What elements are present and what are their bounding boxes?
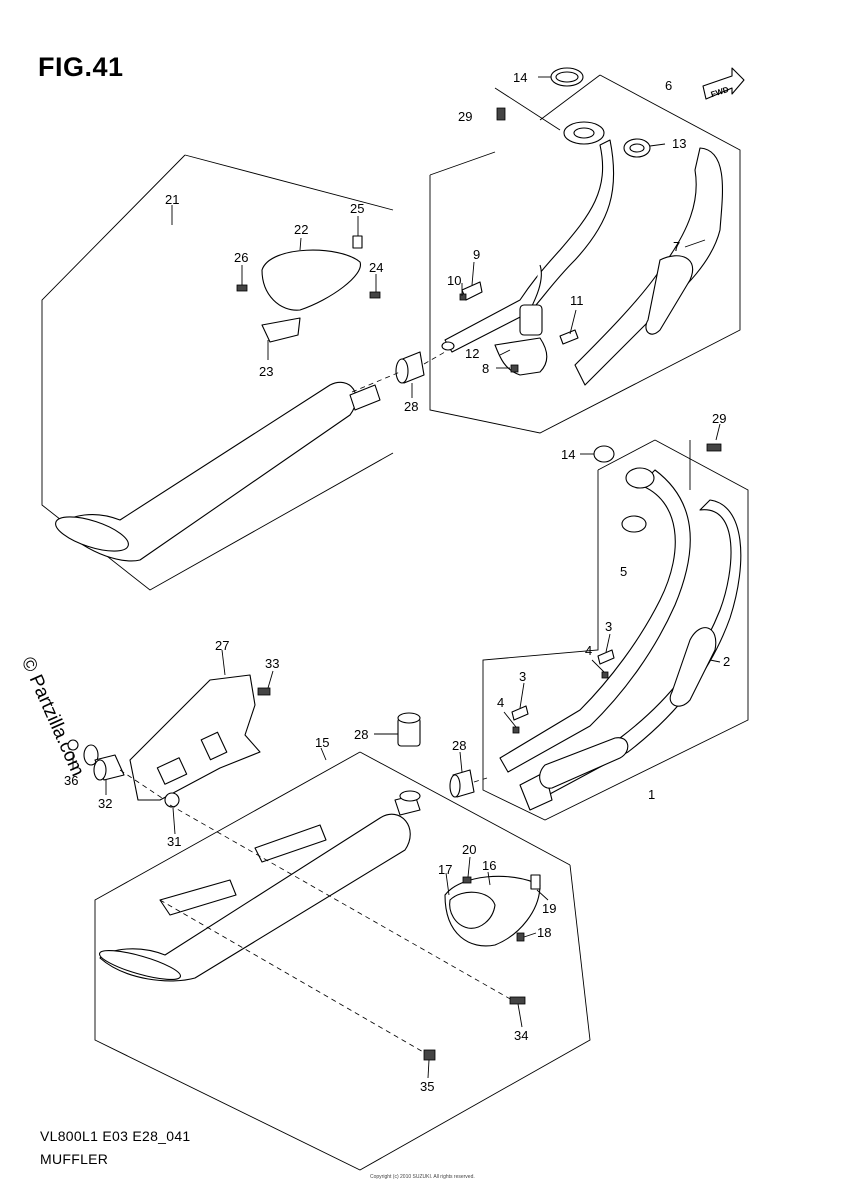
section-name: MUFFLER	[40, 1151, 109, 1167]
callout-22: 22	[294, 222, 308, 237]
heat-shield-pipe-front	[574, 147, 723, 386]
muffler-front	[55, 381, 381, 562]
callout-5: 5	[620, 564, 627, 579]
brackets-3-4	[511, 649, 615, 734]
callout-31: 31	[167, 834, 181, 849]
callout-8: 8	[482, 361, 489, 376]
cover-16-17	[444, 875, 541, 947]
callout-2: 2	[723, 654, 730, 669]
clamp-13	[623, 138, 651, 158]
callout-36: 36	[64, 773, 78, 788]
callout-7: 7	[673, 239, 680, 254]
callout-28-right: 28	[452, 738, 466, 753]
clamp-5	[621, 515, 647, 533]
callout-24: 24	[369, 260, 383, 275]
callout-14-top: 14	[513, 70, 527, 85]
box-front-exhaust-pipe	[429, 74, 741, 434]
callout-34: 34	[514, 1028, 528, 1043]
callout-15: 15	[315, 735, 329, 750]
connector-28-mid	[397, 712, 421, 747]
callout-3-lower: 3	[519, 669, 526, 684]
box-rear-exhaust-pipe	[482, 439, 749, 821]
fig-title: FIG.41	[38, 52, 124, 82]
callout-28-mid: 28	[354, 727, 368, 742]
copyright-line: Copyright (c) 2010 SUZUKI. All rights re…	[370, 1174, 475, 1180]
callout-10: 10	[447, 273, 461, 288]
callout-32: 32	[98, 796, 112, 811]
bolt-8	[510, 364, 519, 373]
callout-3-upper: 3	[605, 619, 612, 634]
callout-25: 25	[350, 201, 364, 216]
callout-26: 26	[234, 250, 248, 265]
callout-17: 17	[438, 862, 452, 877]
callout-13: 13	[672, 136, 686, 151]
callout-4-upper: 4	[585, 643, 592, 658]
callout-1: 1	[648, 787, 655, 802]
washer-36	[67, 739, 99, 766]
callout-20: 20	[462, 842, 476, 857]
callout-14-rear: 14	[561, 447, 575, 462]
bracket-9-10	[459, 281, 483, 301]
callout-19: 19	[542, 901, 556, 916]
bolt-11	[559, 329, 579, 345]
heat-shield-rear-1	[539, 737, 629, 789]
callout-21: 21	[165, 192, 179, 207]
muffler-rear	[99, 790, 421, 982]
callout-9: 9	[473, 247, 480, 262]
box-front-muffler	[41, 154, 394, 591]
callout-4-lower: 4	[497, 695, 504, 710]
muffler-bracket-27	[129, 674, 261, 801]
callout-33: 33	[265, 656, 279, 671]
callout-35: 35	[420, 1079, 434, 1094]
gasket-14-rear	[593, 445, 615, 463]
cover-22	[261, 249, 361, 343]
connector-28-right	[449, 769, 475, 798]
box-rear-muffler	[94, 751, 591, 1171]
callout-23: 23	[259, 364, 273, 379]
fwd-arrow-icon: FWD	[702, 67, 745, 100]
gasket-14-top	[550, 67, 584, 87]
callout-11: 11	[570, 293, 584, 308]
bolts-18-19-20	[462, 874, 541, 942]
cushion-32	[93, 754, 125, 781]
callout-18: 18	[537, 925, 551, 940]
bolt-29-top	[496, 107, 506, 121]
leader-lines	[72, 76, 721, 1079]
bolts-34-35	[423, 996, 526, 1061]
exhaust-pipe-rear	[499, 467, 742, 811]
callout-16: 16	[482, 858, 496, 873]
callout-27: 27	[215, 638, 229, 653]
callout-numbers: 14 6 29 13 21 25 22 7 9 26 24 10 11 12 8…	[64, 70, 730, 1094]
callout-12: 12	[465, 346, 479, 361]
callout-6: 6	[665, 78, 672, 93]
assembly-dashed-lines	[119, 351, 513, 1054]
bolt-29-rear	[706, 443, 722, 452]
connector-28-top	[395, 351, 425, 384]
collar-31	[164, 792, 180, 808]
callout-28-top: 28	[404, 399, 418, 414]
model-code: VL800L1 E03 E28_041	[40, 1128, 191, 1144]
heat-shield-rear-2	[669, 627, 717, 707]
exhaust-pipe-front	[441, 121, 615, 376]
callout-29-top: 29	[458, 109, 472, 124]
bolt-33	[257, 687, 271, 696]
callout-29-rear: 29	[712, 411, 726, 426]
